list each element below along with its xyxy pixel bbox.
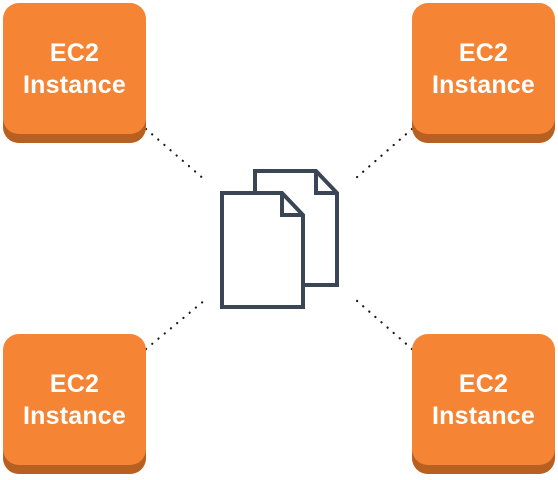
connector-bottom-left [144, 298, 207, 351]
connector-bottom-right [354, 298, 414, 351]
ec2-instance-label-line1: EC2 [458, 39, 509, 67]
ec2-instance-label-line2: Instance [22, 402, 127, 430]
ec2-instance-label-line1: EC2 [49, 370, 100, 398]
front-document-fold-icon [280, 193, 303, 217]
ec2-instance-label: EC2 Instance [432, 37, 535, 101]
front-document-icon [220, 191, 305, 309]
ec2-instance-label-line2: Instance [431, 71, 536, 99]
ec2-instance-label-line1: EC2 [458, 370, 509, 398]
connector-top-right [354, 127, 414, 180]
ec2-instance-label: EC2 Instance [23, 37, 126, 101]
ec2-instance-label: EC2 Instance [23, 368, 126, 432]
ec2-instance-top-right[interactable]: EC2 Instance [412, 3, 555, 143]
ec2-instance-bottom-right[interactable]: EC2 Instance [412, 334, 555, 474]
ec2-instance-label-line2: Instance [431, 402, 536, 430]
ec2-instance-top-left[interactable]: EC2 Instance [3, 3, 146, 143]
ec2-instance-label: EC2 Instance [432, 368, 535, 432]
ec2-instance-label-line1: EC2 [49, 39, 100, 67]
documents-icon [220, 169, 339, 309]
connector-top-left [144, 127, 207, 182]
ec2-instance-label-line2: Instance [22, 71, 127, 99]
ec2-instance-bottom-left[interactable]: EC2 Instance [3, 334, 146, 474]
back-document-fold-icon [314, 171, 337, 195]
